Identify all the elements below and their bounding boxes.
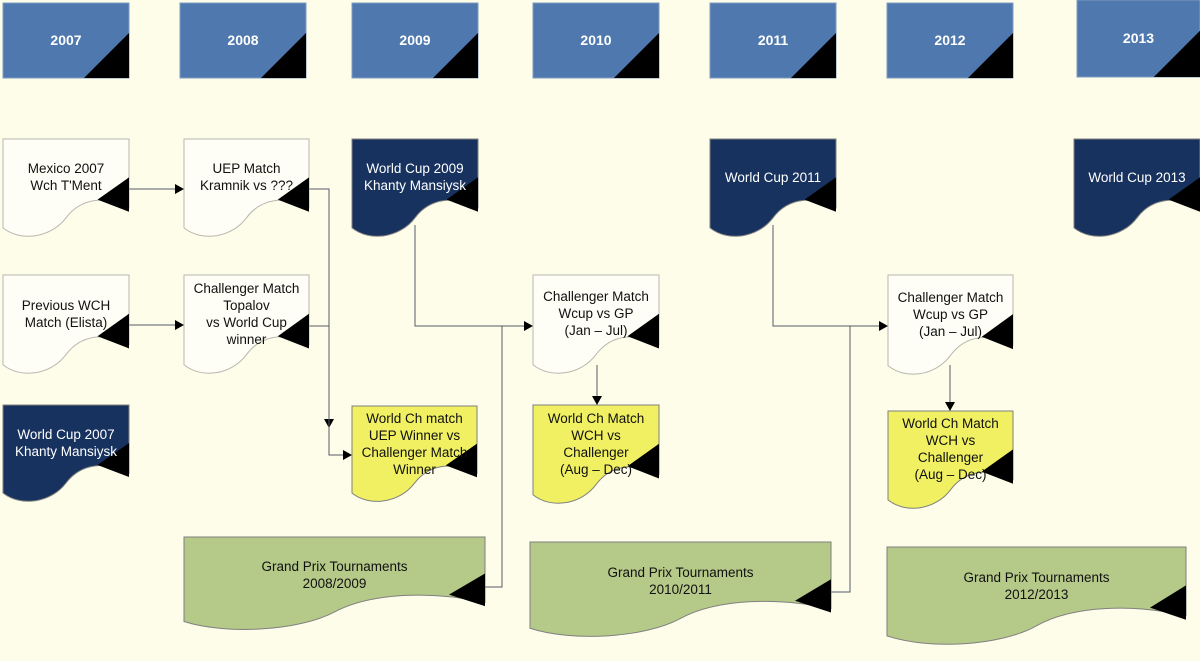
year-header-2009[interactable]: 2009 [351,2,479,79]
connector-mexico-to-uep [129,184,184,194]
corner-fold-icon [614,33,659,78]
node-wc2013[interactable]: World Cup 2013 [1073,138,1200,240]
year-label: 2009 [399,31,431,48]
arrowhead-icon [945,402,955,411]
corner-fold-icon [277,177,309,212]
year-label: 2012 [934,31,966,48]
arrowhead-icon [592,396,602,405]
corner-fold-icon [97,313,129,349]
connector-wc2009-to-chal2010 [414,225,533,331]
node-wch2010[interactable]: World Ch Match WCH vs Challenger (Aug – … [532,404,660,507]
node-prevwch[interactable]: Previous WCH Match (Elista) [2,274,130,377]
connector-wc2011-to-chal2012 [772,225,888,331]
corner-fold-icon [1168,177,1200,212]
node-label: World Cup 2013 [1088,170,1186,186]
year-label: 2013 [1122,29,1155,46]
connector-prevwch-to-topalov [129,320,184,330]
node-label: UEP Match Kramnik vs ??? [199,161,294,194]
node-wc2009[interactable]: World Cup 2009 Khanty Mansiysk [351,138,479,240]
year-header-2008[interactable]: 2008 [179,2,307,79]
corner-fold-icon [97,443,129,477]
year-header-2007[interactable]: 2007 [2,2,130,79]
arrowhead-icon [879,321,888,331]
connector-chal2012-to-wch2012 [945,365,955,411]
corner-fold-icon [795,579,831,613]
corner-fold-icon [97,177,129,212]
node-gp2008[interactable]: Grand Prix Tournaments 2008/2009 [183,536,486,633]
connector-gp2008-to-chal2010 [485,326,503,588]
connector-gp2010-to-chal2012 [831,326,851,593]
corner-fold-icon [791,33,836,78]
node-wch2009[interactable]: World Ch match UEP Winner vs Challenger … [351,405,478,505]
year-label: 2008 [227,31,259,48]
corner-fold-icon [627,443,659,479]
corner-fold-icon [446,177,478,212]
node-label: Grand Prix Tournaments 2008/2009 [261,559,408,592]
corner-fold-icon [261,33,306,78]
year-header-2013[interactable]: 2013 [1076,0,1200,78]
year-header-2010[interactable]: 2010 [532,2,660,79]
node-label: Grand Prix Tournaments 2010/2011 [607,564,754,597]
node-uep[interactable]: UEP Match Kramnik vs ??? [183,138,310,240]
corner-fold-icon [433,33,478,78]
node-gp2010[interactable]: Grand Prix Tournaments 2010/2011 [529,541,832,640]
node-label: World Cup 2007 Khanty Mansiysk [14,427,118,459]
corner-fold-icon [277,313,309,349]
arrowhead-icon [175,320,184,330]
connector-uep-to-wch2009 [309,188,334,428]
node-wc2011[interactable]: World Cup 2011 [709,138,837,240]
node-chal2010[interactable]: Challenger Match Wcup vs GP (Jan – Jul) [532,274,660,377]
node-mexico[interactable]: Mexico 2007 Wch T'Ment [2,138,130,240]
node-label: Mexico 2007 Wch T'Ment [27,161,105,194]
node-chal2012[interactable]: Challenger Match Wcup vs GP (Jan – Jul) [887,274,1014,378]
corner-fold-icon [445,443,477,478]
corner-fold-icon [981,449,1013,484]
corner-fold-icon [1150,585,1186,620]
corner-fold-icon [968,33,1013,78]
node-topalov[interactable]: Challenger Match Topalov vs World Cup wi… [183,274,310,377]
arrowhead-icon [343,450,352,460]
node-gp2012[interactable]: Grand Prix Tournaments 2012/2013 [886,546,1187,648]
corner-fold-icon [981,314,1013,350]
node-label: World Cup 2011 [724,170,822,186]
corner-fold-icon [627,313,659,349]
connector-chal2010-to-wch2010 [592,365,602,405]
node-label: Challenger Match Topalov vs World Cup wi… [193,280,300,347]
node-label: Challenger Match Wcup vs GP (Jan – Jul) [897,289,1004,339]
node-label: Previous WCH Match (Elista) [21,297,111,330]
corner-fold-icon [804,177,836,212]
arrowhead-icon [524,321,533,331]
year-label: 2011 [757,31,789,48]
node-label: World Cup 2009 Khanty Mansiysk [363,161,467,194]
year-label: 2007 [50,31,82,48]
year-header-2012[interactable]: 2012 [886,2,1014,79]
node-label: Grand Prix Tournaments 2012/2013 [963,570,1110,603]
node-label: World Ch match UEP Winner vs Challenger … [361,411,468,477]
arrowhead-icon [175,184,184,194]
node-wch2012[interactable]: World Ch Match WCH vs Challenger (Aug – … [887,410,1014,512]
year-label: 2010 [580,31,612,48]
node-label: World Ch Match WCH vs Challenger (Aug – … [902,416,999,483]
node-label: World Ch Match WCH vs Challenger (Aug – … [547,410,645,477]
connector-topalov-to-wch2009 [309,325,352,460]
corner-fold-icon [84,33,129,78]
corner-fold-icon [449,573,485,607]
year-header-2011[interactable]: 2011 [709,2,837,79]
node-label: Challenger Match Wcup vs GP (Jan – Jul) [543,289,649,339]
node-wc2007[interactable]: World Cup 2007 Khanty Mansiysk [2,404,130,505]
